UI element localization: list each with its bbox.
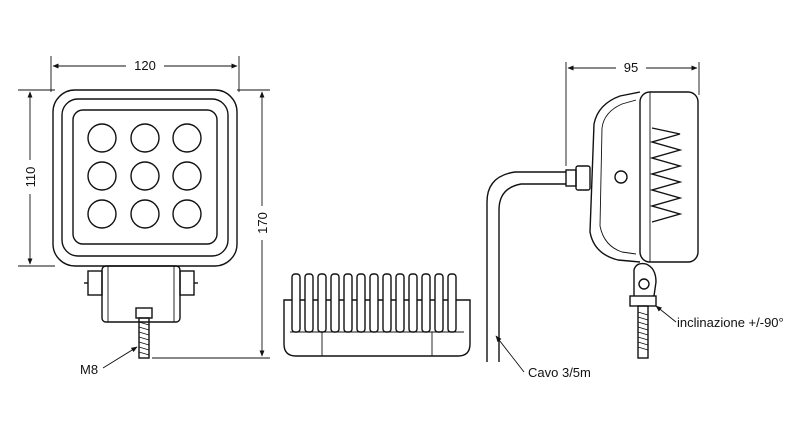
lamp-lens <box>72 109 218 245</box>
heatsink-fins <box>291 273 457 333</box>
dimension-width-label: 120 <box>134 58 156 73</box>
dimension-front-height-label: 110 <box>23 167 38 188</box>
cable <box>486 171 566 362</box>
dimension-total-height-label: 170 <box>255 212 270 234</box>
thread-label: M8 <box>80 362 98 377</box>
led <box>130 161 160 191</box>
dimension-depth: 95 <box>565 60 700 166</box>
front-view: 120 <box>18 56 270 377</box>
led <box>172 161 202 191</box>
dimension-width: 120 <box>50 56 240 92</box>
side-fins <box>649 127 683 223</box>
led <box>87 123 117 153</box>
led <box>172 199 202 229</box>
side-screw <box>614 170 628 184</box>
mounting-bracket <box>84 265 198 323</box>
dimension-depth-label: 95 <box>624 60 638 75</box>
dimension-total-height: 170 <box>152 89 270 359</box>
lamp-housing <box>52 89 238 267</box>
m8-bolt <box>135 307 153 359</box>
led <box>172 123 202 153</box>
tilt-label: inclinazione +/-90° <box>677 315 784 330</box>
lamp-bezel <box>61 98 229 257</box>
heatsink-view <box>283 273 471 357</box>
cable-label: Cavo 3/5m <box>528 365 591 380</box>
led-grid <box>87 123 202 229</box>
side-view: 95 <box>486 60 700 362</box>
led <box>130 123 160 153</box>
led <box>130 199 160 229</box>
led <box>87 199 117 229</box>
cable-gland <box>565 165 591 191</box>
dimension-front-height: 110 <box>18 89 55 267</box>
led <box>87 161 117 191</box>
side-rear-body <box>589 91 641 263</box>
tilt-bracket <box>629 262 657 359</box>
side-front-housing <box>639 91 699 263</box>
heatsink-base <box>283 299 471 357</box>
